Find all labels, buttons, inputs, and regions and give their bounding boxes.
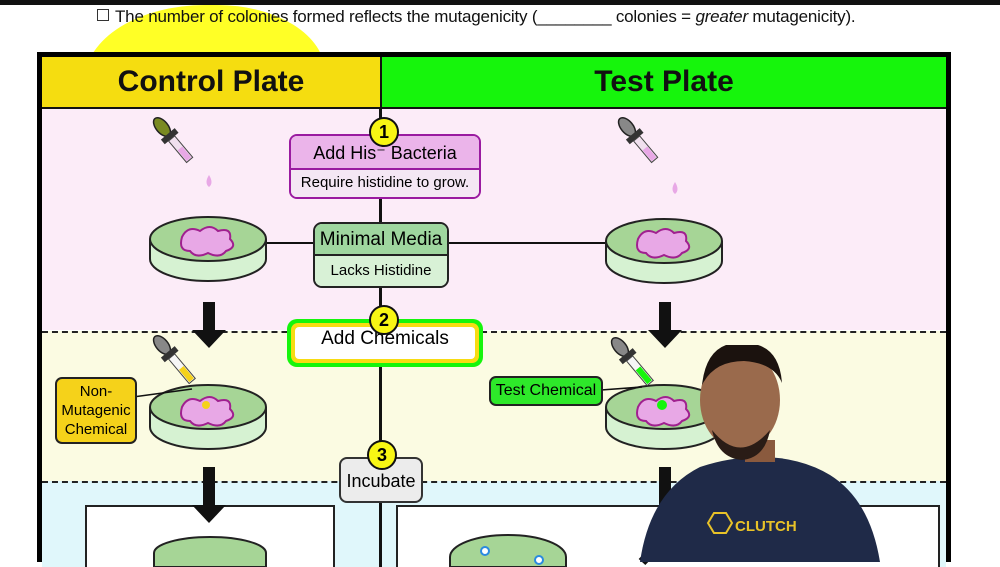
control-petri-dish-2 <box>149 384 267 450</box>
dropper-icon <box>610 336 654 387</box>
test-chemical-label: Test Chemical <box>489 376 603 406</box>
media-subtitle: Lacks Histidine <box>315 256 447 286</box>
control-plate-header: Control Plate <box>42 57 382 109</box>
label-leader-line <box>132 388 193 398</box>
down-arrow-icon <box>648 302 682 348</box>
presenter-shirt <box>640 457 880 562</box>
minimal-media-box: Minimal Media Lacks Histidine <box>313 222 449 288</box>
colony-icon <box>534 555 544 565</box>
step2-band <box>42 331 946 482</box>
media-title: Minimal Media <box>315 224 447 256</box>
test-petri-dish-1 <box>605 218 723 284</box>
presenter-video: CLUTCH <box>640 345 880 562</box>
note-middle: colonies = <box>611 7 696 26</box>
step1-number-badge: 1 <box>369 117 399 147</box>
note-suffix: mutagenicity). <box>747 7 856 26</box>
droplet-icon <box>206 175 212 187</box>
dropper-icon <box>152 334 196 385</box>
lecture-note: The number of colonies formed reflects t… <box>97 7 856 27</box>
step2-title: Add Chemicals <box>295 327 475 359</box>
non-mutagenic-chemical-label: Non-Mutagenic Chemical <box>55 377 137 444</box>
colony-icon <box>480 546 490 556</box>
droplet-icon <box>672 182 678 194</box>
dropper-icon <box>152 116 194 164</box>
test-result-dish <box>449 534 567 567</box>
down-arrow-icon <box>192 467 226 523</box>
clutch-logo: CLUTCH <box>706 512 797 535</box>
top-bar <box>0 0 1000 5</box>
step1-subtitle: Require histidine to grow. <box>291 170 479 197</box>
control-result-dish <box>153 536 267 567</box>
step3-number-badge: 3 <box>367 440 397 470</box>
note-prefix: The number of colonies formed reflects t… <box>115 7 538 26</box>
down-arrow-icon <box>192 302 226 348</box>
test-petri-dish-2 <box>605 384 723 450</box>
test-plate-header: Test Plate <box>382 57 946 109</box>
bacteria-lawn <box>636 228 691 259</box>
checkbox-bullet-icon <box>97 9 109 21</box>
dropper-icon <box>617 116 659 164</box>
note-blank: ________ <box>537 7 612 26</box>
step1-box: Add His⁻ Bacteria Require histidine to g… <box>289 134 481 199</box>
step2-number-badge: 2 <box>369 305 399 335</box>
presenter-face <box>700 350 780 450</box>
step2-box: Add Chemicals <box>287 319 483 367</box>
note-emphasis: greater <box>695 7 748 26</box>
label-leader-line <box>600 386 643 391</box>
bacteria-lawn <box>180 226 235 257</box>
control-petri-dish-1 <box>149 216 267 282</box>
shirt-text: CLUTCH <box>735 518 797 535</box>
